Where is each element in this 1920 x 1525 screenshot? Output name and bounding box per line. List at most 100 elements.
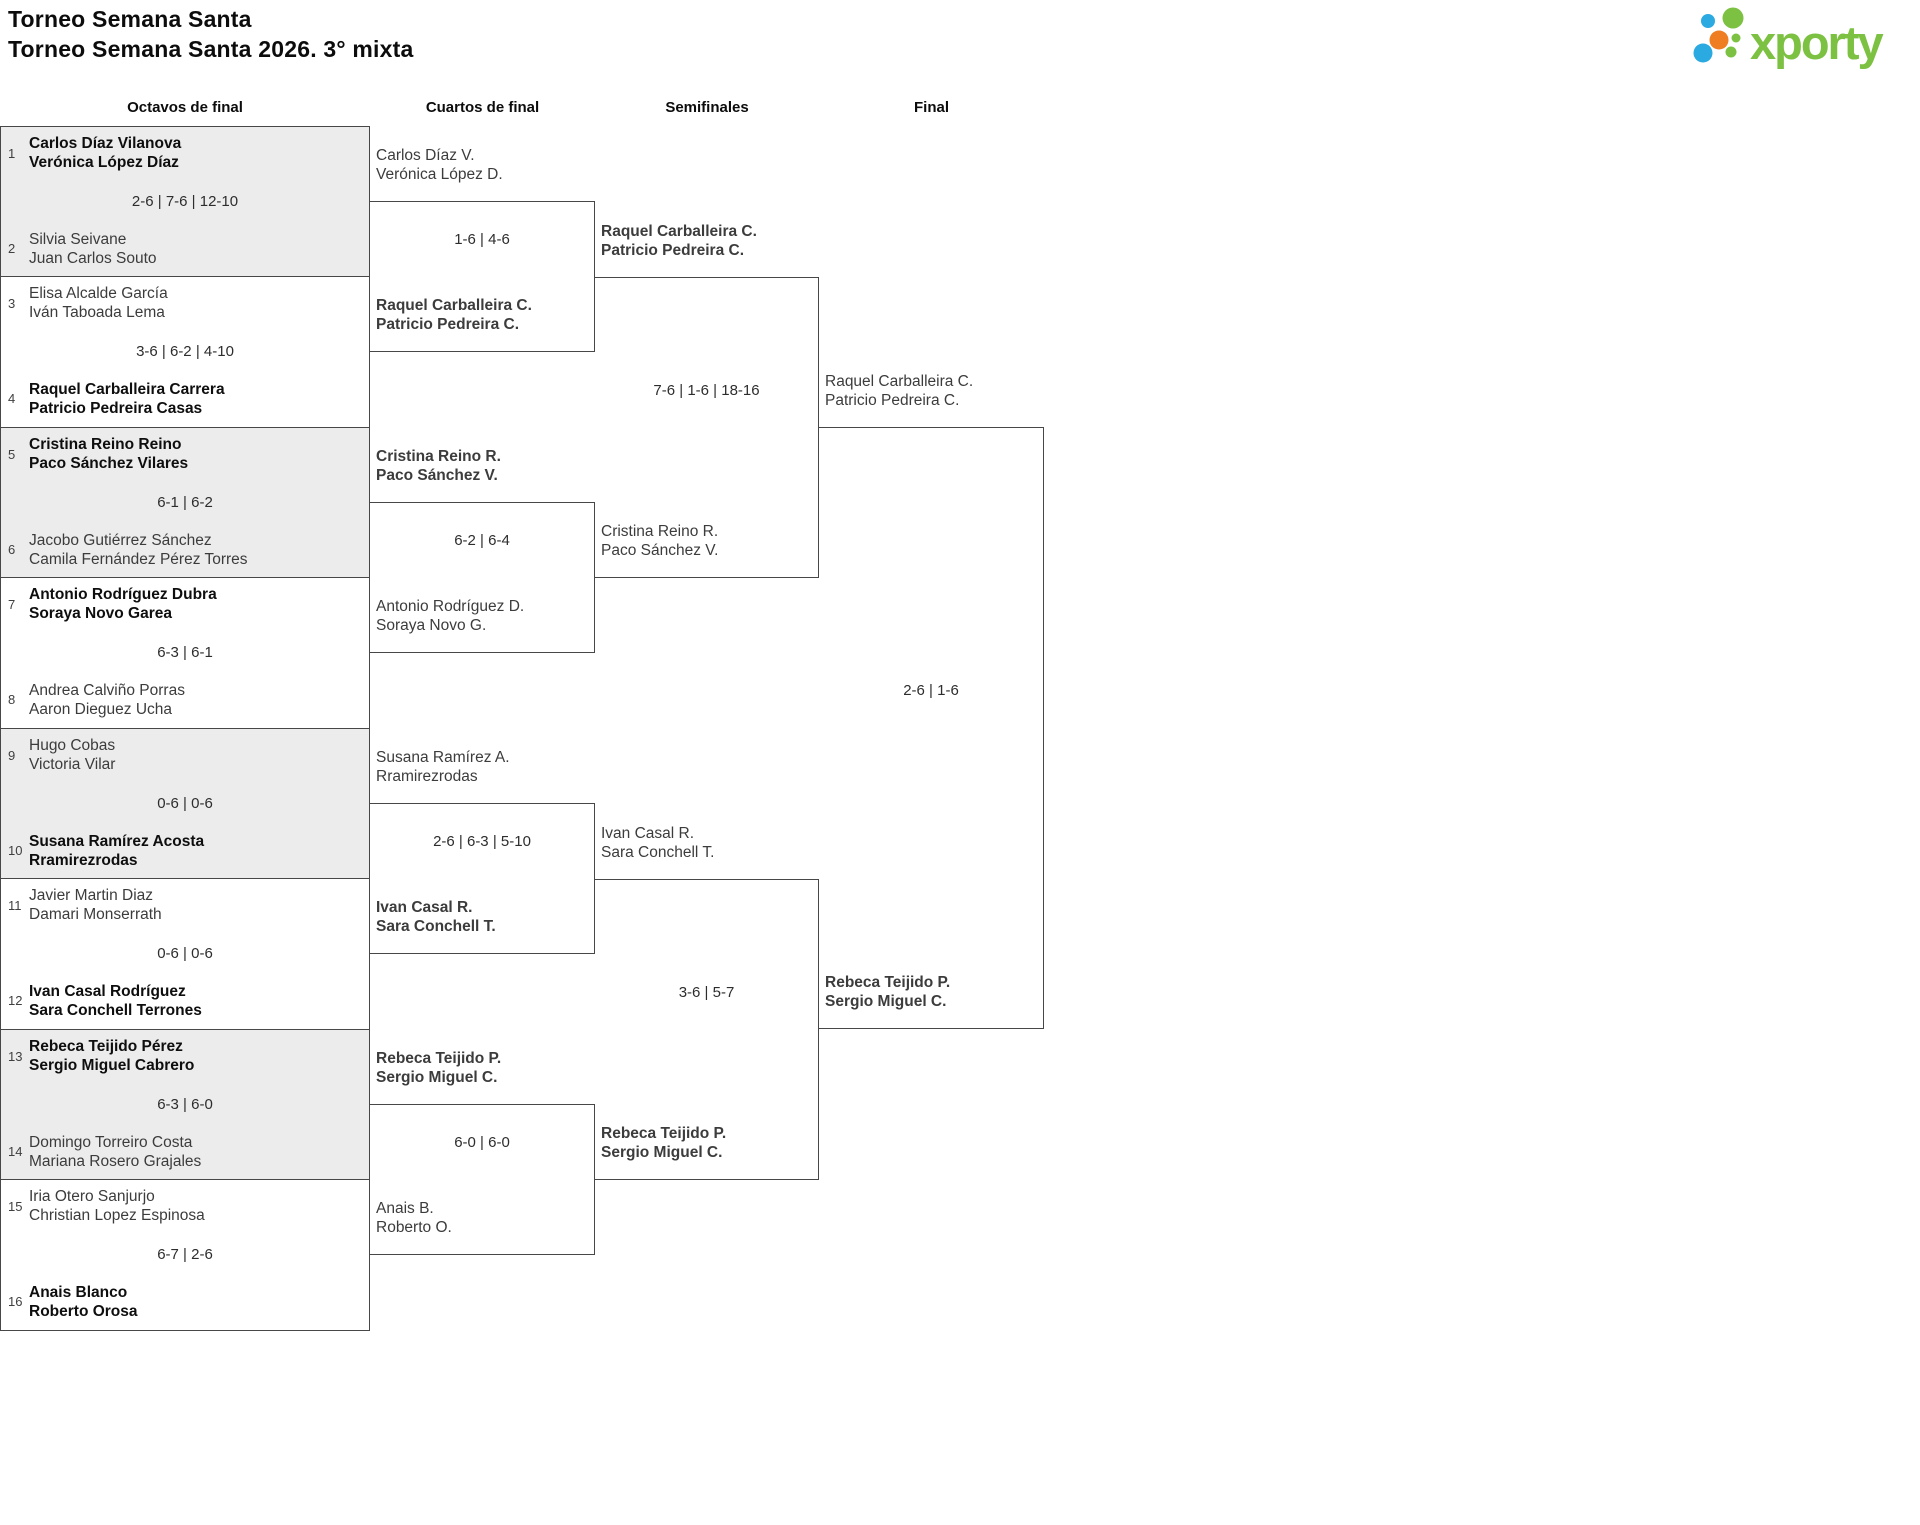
seed-number: 5 <box>8 446 16 462</box>
round-header-final: Final <box>913 99 949 116</box>
team-entry[interactable]: Cristina Reino Reino Paco Sánchez Vilare… <box>29 435 363 473</box>
team-entry[interactable]: Raquel Carballeira C. Patricio Pedreira … <box>825 372 1039 410</box>
seed-number: 14 <box>8 1143 23 1159</box>
player-name: Sara Conchell T. <box>601 844 715 861</box>
player-name: Sergio Miguel C. <box>376 1069 498 1086</box>
r16-match-6: 11 Javier Martin Diaz Damari Monserrath … <box>0 878 370 1030</box>
team-entry[interactable]: Cristina Reino R. Paco Sánchez V. <box>601 522 814 560</box>
player-name: Raquel Carballeira C. <box>601 223 757 240</box>
r16-match-2: 3 Elisa Alcalde García Iván Taboada Lema… <box>0 276 370 428</box>
player-name: Antonio Rodríguez Dubra <box>29 586 217 603</box>
seed-number: 9 <box>8 747 16 763</box>
tournament-category: Torneo Semana Santa 2026. 3° mixta <box>8 36 414 62</box>
team-entry[interactable]: Susana Ramírez A. Rramirezrodas <box>376 748 590 786</box>
qf-match-1: Carlos Díaz V. Verónica López D. 1-6 | 4… <box>370 147 595 352</box>
player-name: Paco Sánchez V. <box>376 467 498 484</box>
team-entry[interactable]: Ivan Casal R. Sara Conchell T. <box>376 898 590 936</box>
player-name: Camila Fernández Pérez Torres <box>29 551 248 568</box>
match-score: 6-2 | 6-4 <box>454 532 510 549</box>
player-name: Cristina Reino R. <box>376 448 501 465</box>
match-score: 3-6 | 6-2 | 4-10 <box>136 343 234 360</box>
team-entry[interactable]: Elisa Alcalde García Iván Taboada Lema <box>29 284 363 322</box>
r16-match-7: 13 Rebeca Teijido Pérez Sergio Miguel Ca… <box>0 1029 370 1180</box>
team-entry[interactable]: Antonio Rodríguez D. Soraya Novo G. <box>376 597 590 635</box>
player-name: Domingo Torreiro Costa <box>29 1134 193 1151</box>
team-entry[interactable]: Hugo Cobas Victoria Vilar <box>29 736 363 774</box>
seed-number: 15 <box>8 1198 23 1214</box>
player-name: Silvia Seivane <box>29 231 127 248</box>
player-name: Raquel Carballeira Carrera <box>29 381 225 398</box>
player-name: Patricio Pedreira C. <box>825 392 960 409</box>
player-name: Roberto Orosa <box>29 1303 138 1320</box>
match-score: 6-3 | 6-0 <box>157 1096 213 1113</box>
team-entry[interactable]: Raquel Carballeira C. Patricio Pedreira … <box>601 222 814 260</box>
player-name: Patricio Pedreira C. <box>601 242 745 259</box>
player-name: Paco Sánchez Vilares <box>29 455 189 472</box>
team-entry[interactable]: Rebeca Teijido P. Sergio Miguel C. <box>825 973 1039 1011</box>
team-entry[interactable]: Silvia Seivane Juan Carlos Souto <box>29 230 363 268</box>
player-name: Damari Monserrath <box>29 906 162 923</box>
team-entry[interactable]: Cristina Reino R. Paco Sánchez V. <box>376 447 590 485</box>
round-header-octavos: Octavos de final <box>127 99 243 116</box>
player-name: Rebeca Teijido P. <box>601 1125 727 1142</box>
player-name: Rramirezrodas <box>29 852 138 869</box>
team-entry[interactable]: Anais B. Roberto O. <box>376 1199 590 1237</box>
seed-number: 3 <box>8 295 16 311</box>
player-name: Hugo Cobas <box>29 737 116 754</box>
match-score: 6-7 | 2-6 <box>157 1246 213 1263</box>
team-entry[interactable]: Andrea Calviño Porras Aaron Dieguez Ucha <box>29 681 363 719</box>
qf-match-4: Rebeca Teijido P. Sergio Miguel C. 6-0 |… <box>370 1050 595 1255</box>
player-name: Rebeca Teijido P. <box>825 974 951 991</box>
player-name: Paco Sánchez V. <box>601 542 719 559</box>
tournament-name: Torneo Semana Santa <box>8 6 252 32</box>
seed-number: 12 <box>8 992 23 1008</box>
player-name: Verónica López D. <box>376 166 503 183</box>
match-score: 2-6 | 1-6 <box>903 682 959 699</box>
xporty-logo[interactable]: xporty <box>1680 5 1916 75</box>
player-name: Carlos Díaz Vilanova <box>29 135 182 152</box>
player-name: Elisa Alcalde García <box>29 285 168 302</box>
player-name: Sergio Miguel C. <box>825 993 947 1010</box>
team-entry[interactable]: Raquel Carballeira Carrera Patricio Pedr… <box>29 380 363 418</box>
seed-number: 7 <box>8 596 16 612</box>
player-name: Juan Carlos Souto <box>29 250 157 267</box>
team-entry[interactable]: Carlos Díaz Vilanova Verónica López Díaz <box>29 134 363 172</box>
player-name: Carlos Díaz V. <box>376 147 475 164</box>
match-score: 6-3 | 6-1 <box>157 644 213 661</box>
team-entry[interactable]: Antonio Rodríguez Dubra Soraya Novo Gare… <box>29 585 363 623</box>
r16-match-5: 9 Hugo Cobas Victoria Vilar 0-6 | 0-6 10… <box>0 728 370 879</box>
team-entry[interactable]: Carlos Díaz V. Verónica López D. <box>376 146 590 184</box>
player-name: Victoria Vilar <box>29 756 116 773</box>
final-match: Raquel Carballeira C. Patricio Pedreira … <box>819 373 1044 1029</box>
player-name: Ivan Casal Rodríguez <box>29 983 186 1000</box>
team-entry[interactable]: Ivan Casal Rodríguez Sara Conchell Terro… <box>29 982 363 1020</box>
player-name: Aaron Dieguez Ucha <box>29 701 173 718</box>
seed-number: 4 <box>8 390 16 406</box>
team-entry[interactable]: Anais Blanco Roberto Orosa <box>29 1283 363 1321</box>
team-entry[interactable]: Ivan Casal R. Sara Conchell T. <box>601 824 814 862</box>
sf-match-2: Ivan Casal R. Sara Conchell T. 3-6 | 5-7… <box>595 825 819 1180</box>
seed-number: 13 <box>8 1048 23 1064</box>
player-name: Susana Ramírez Acosta <box>29 833 205 850</box>
player-name: Sergio Miguel Cabrero <box>29 1057 195 1074</box>
seed-number: 8 <box>8 691 16 707</box>
player-name: Cristina Reino Reino <box>29 436 182 453</box>
player-name: Verónica López Díaz <box>29 154 179 171</box>
team-entry[interactable]: Raquel Carballeira C. Patricio Pedreira … <box>376 296 590 334</box>
player-name: Rebeca Teijido Pérez <box>29 1038 183 1055</box>
player-name: Mariana Rosero Grajales <box>29 1153 202 1170</box>
team-entry[interactable]: Susana Ramírez Acosta Rramirezrodas <box>29 832 363 870</box>
team-entry[interactable]: Iria Otero Sanjurjo Christian Lopez Espi… <box>29 1187 363 1225</box>
player-name: Soraya Novo G. <box>376 617 487 634</box>
team-entry[interactable]: Domingo Torreiro Costa Mariana Rosero Gr… <box>29 1133 363 1171</box>
player-name: Sergio Miguel C. <box>601 1144 723 1161</box>
seed-number: 16 <box>8 1293 23 1309</box>
qf-match-3: Susana Ramírez A. Rramirezrodas 2-6 | 6-… <box>370 749 595 954</box>
team-entry[interactable]: Javier Martin Diaz Damari Monserrath <box>29 886 363 924</box>
team-entry[interactable]: Rebeca Teijido Pérez Sergio Miguel Cabre… <box>29 1037 363 1075</box>
match-score: 3-6 | 5-7 <box>678 984 735 1001</box>
team-entry[interactable]: Rebeca Teijido P. Sergio Miguel C. <box>376 1049 590 1087</box>
player-name: Rebeca Teijido P. <box>376 1050 502 1067</box>
team-entry[interactable]: Jacobo Gutiérrez Sánchez Camila Fernánde… <box>29 531 363 569</box>
team-entry[interactable]: Rebeca Teijido P. Sergio Miguel C. <box>601 1124 814 1162</box>
